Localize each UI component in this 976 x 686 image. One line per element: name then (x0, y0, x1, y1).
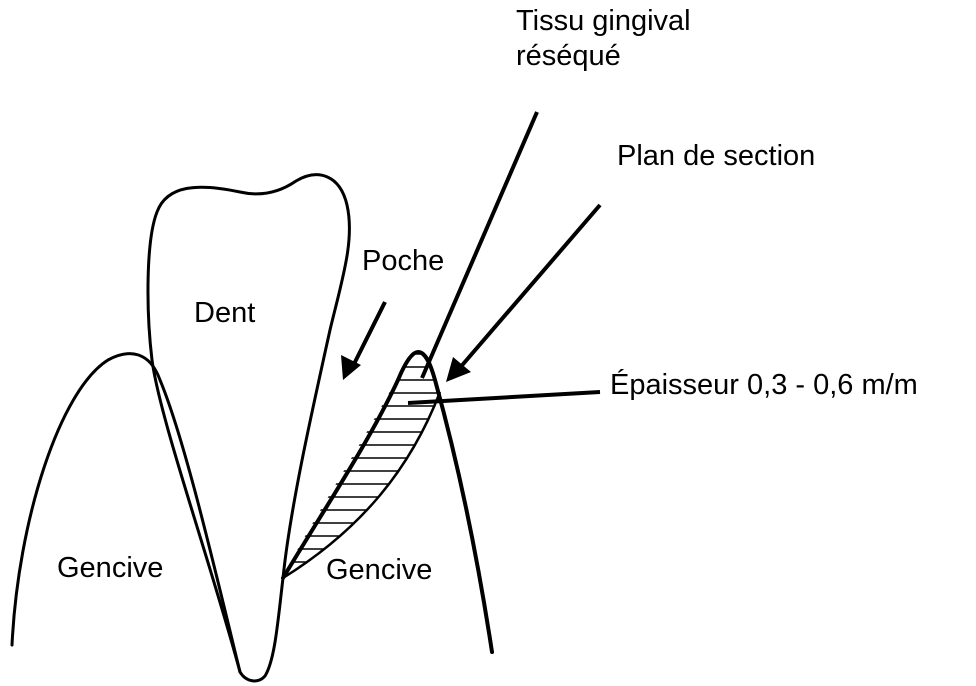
section-plane-line (283, 392, 440, 578)
dent-label: Dent (194, 296, 255, 331)
tissu-gingival-label: Tissu gingival réséqué (516, 4, 691, 74)
gencive-right-label: Gencive (326, 553, 432, 588)
poche-label: Poche (362, 244, 444, 279)
poche-arrow (341, 302, 385, 380)
left-gum-outline (12, 354, 240, 672)
resected-tissue-hatching (260, 354, 460, 575)
epaisseur-label: Épaisseur 0,3 - 0,6 m/m (610, 368, 918, 403)
plan-de-section-arrow (446, 205, 600, 382)
gencive-left-label: Gencive (57, 551, 163, 586)
tissu-gingival-label-line1: Tissu gingival (516, 4, 691, 39)
tissu-gingival-label-line2: réséqué (516, 39, 691, 74)
plan-de-section-label: Plan de section (617, 139, 815, 174)
